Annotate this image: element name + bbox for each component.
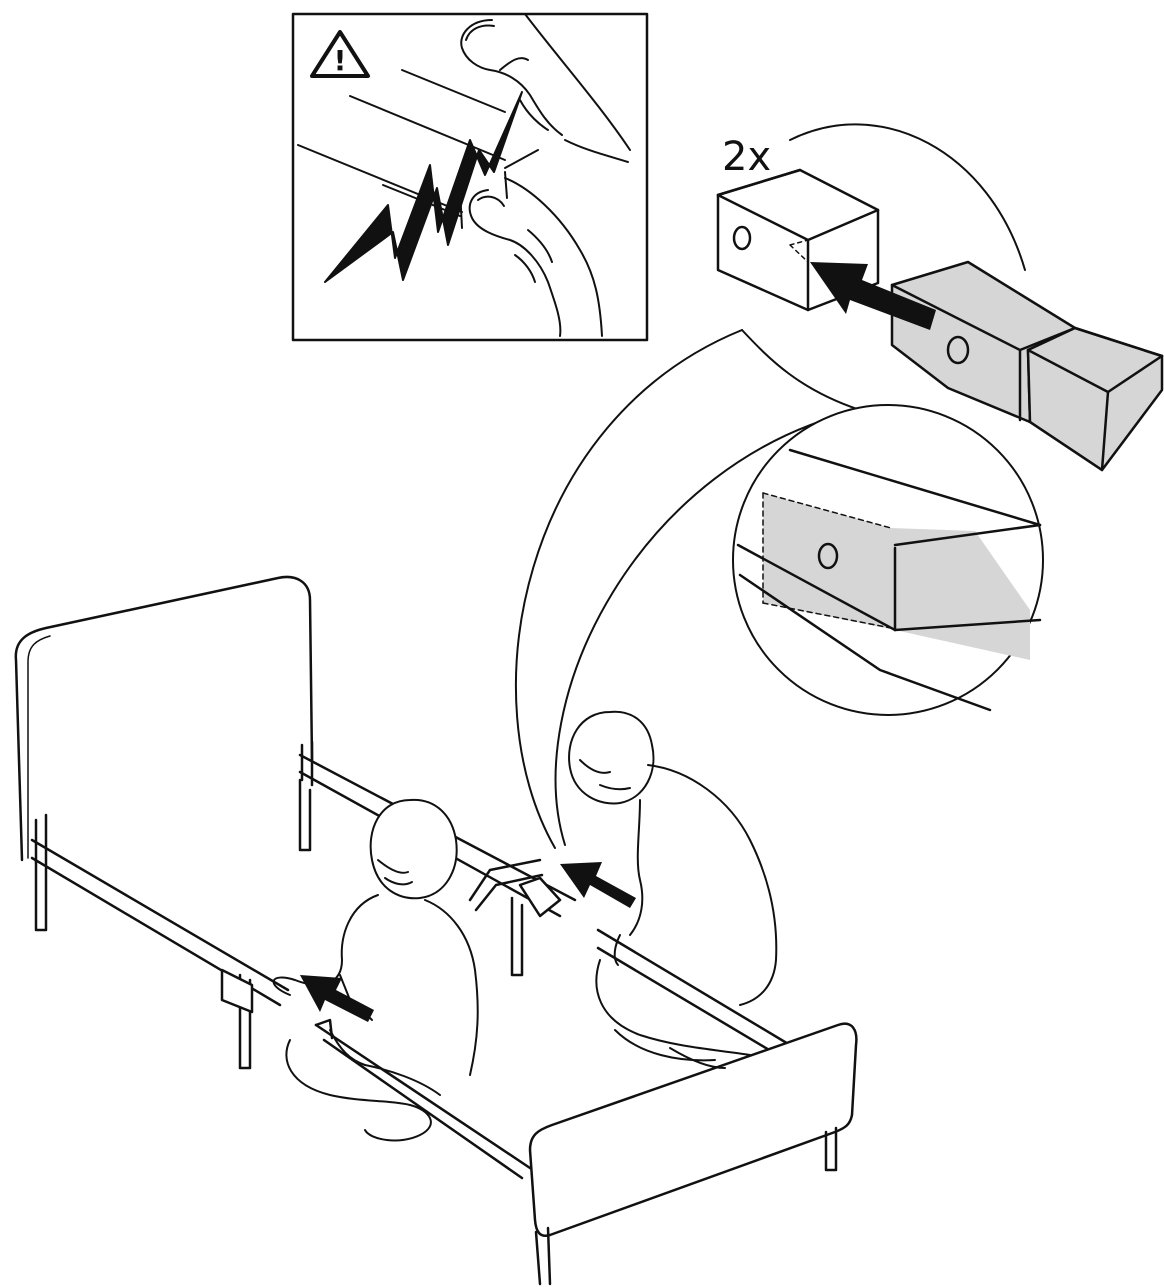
footboard — [528, 1022, 858, 1237]
person-woman — [272, 798, 479, 1142]
warning-symbol: ! — [334, 44, 347, 77]
tube-end-detail — [716, 168, 1164, 472]
pinch-warning-panel: ! — [291, 12, 649, 342]
warning-triangle-icon: ! — [310, 30, 370, 78]
person-man — [560, 710, 778, 1069]
pinching-hand-icon — [460, 13, 631, 337]
headboard — [14, 575, 314, 862]
pinch-zigzag-icon — [324, 91, 523, 283]
quantity-label: 2x — [722, 134, 771, 180]
assembled-joint-detail — [732, 404, 1044, 716]
insert-arrow-icon — [810, 262, 936, 330]
bed-frame — [14, 575, 858, 1286]
detail-callout: 2x — [514, 123, 1164, 849]
push-arrow-icon-left — [300, 975, 374, 1022]
push-arrow-icon-right — [560, 862, 636, 908]
